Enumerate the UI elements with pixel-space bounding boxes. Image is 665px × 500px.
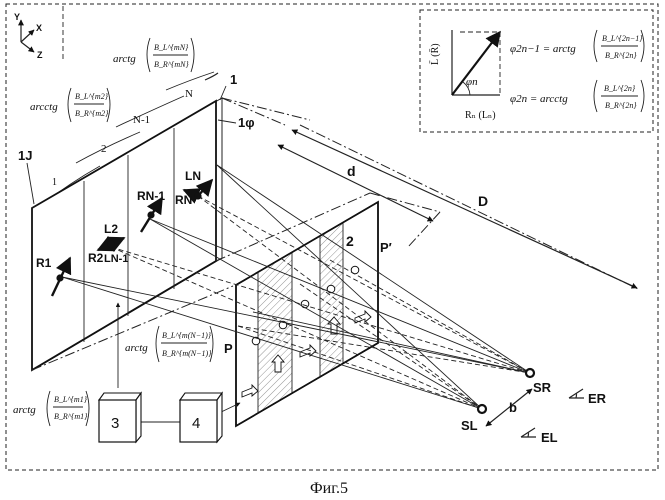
svg-text:B_L^{m(N−1)}: B_L^{m(N−1)}	[162, 331, 212, 340]
label-SR: SR	[533, 380, 552, 395]
label-R2: R2	[88, 251, 104, 265]
col-1-label: 1	[52, 177, 57, 188]
label-d: d	[347, 163, 356, 179]
source-SR	[526, 369, 534, 377]
formula-top: arctg B_L^{mN} B_R^{mN}	[113, 38, 194, 72]
axis-z-label: Z	[37, 50, 43, 60]
inset-vertical-label: L̄ (R̄)	[429, 43, 441, 65]
inset-eq1-den: B_R^{2n}	[605, 51, 637, 60]
label-EL: EL	[541, 430, 558, 445]
label-LN: LN	[185, 169, 201, 183]
svg-text:B_L^{mN}: B_L^{mN}	[154, 43, 189, 52]
formula-bottom: arctg B_L^{m1} B_R^{m1}	[13, 391, 89, 426]
label-P-prime: P′	[380, 240, 392, 255]
inset-eq2-den: B_R^{2n}	[605, 101, 637, 110]
axis-y-label: Y	[14, 12, 20, 22]
label-R1: R1	[36, 256, 52, 270]
svg-text:B_L^{m2}: B_L^{m2}	[75, 92, 109, 101]
svg-text:B_R^{mN}: B_R^{mN}	[154, 60, 189, 69]
inset-frame	[420, 10, 653, 132]
svg-text:B_R^{m2}: B_R^{m2}	[75, 109, 109, 118]
source-SL	[478, 405, 486, 413]
label-ER: ER	[588, 391, 607, 406]
label-L2: L2	[104, 222, 118, 236]
box-4-label: 4	[192, 415, 200, 432]
inset-eq1-lhs: φ2n−1 = arctg	[510, 43, 576, 55]
col-2-label: 2	[101, 143, 107, 155]
control-boxes: 3 4	[99, 303, 240, 442]
label-SL: SL	[461, 418, 478, 433]
svg-text:arctg: arctg	[13, 404, 36, 416]
label-1-phi: 1φ	[238, 115, 255, 130]
inset-eq2-num: B_L^{2n}	[604, 84, 636, 93]
viewpoints: SR SL b ER EL	[461, 369, 607, 445]
formula-middle: arctg B_L^{m(N−1)} B_R^{m(N−1)}	[125, 326, 213, 362]
label-RN: RN	[175, 193, 192, 207]
svg-text:B_R^{m1}: B_R^{m1}	[54, 412, 88, 421]
label-RN-1: RN-1	[137, 189, 165, 203]
label-2: 2	[346, 233, 354, 249]
box-3-label: 3	[111, 415, 119, 432]
inset-angle-label: φn	[466, 76, 478, 88]
col-n-label: N	[185, 88, 193, 100]
svg-text:B_L^{m1}: B_L^{m1}	[54, 395, 88, 404]
svg-text:arctg: arctg	[125, 342, 148, 354]
inset-eq2-lhs: φ2n = arcctg	[510, 93, 568, 105]
screen-2: 2 P′ P	[224, 202, 392, 426]
label-LN-1: LN-1	[104, 253, 128, 265]
svg-text:arctg: arctg	[113, 53, 136, 65]
label-1-j: 1J	[18, 148, 32, 163]
formula-left: arcctg B_L^{m2} B_R^{m2}	[30, 88, 110, 122]
inset-panel: L̄ (R̄) φn Rₙ (Lₙ) φ2n−1 = arctg B_L^{2n…	[420, 10, 653, 132]
axis-x-label: X	[36, 23, 42, 33]
angle-ER-icon	[569, 389, 584, 398]
svg-text:arcctg: arcctg	[30, 101, 58, 113]
inset-eq1-num: B_L^{2n−1}	[602, 34, 643, 43]
axes-icon: Y X Z	[14, 12, 43, 60]
inset-horizontal-label: Rₙ (Lₙ)	[465, 110, 496, 121]
label-b: b	[509, 400, 517, 415]
dimension-d	[278, 145, 433, 221]
label-1-top: 1	[230, 72, 237, 87]
svg-text:B_R^{m(N−1)}: B_R^{m(N−1)}	[162, 349, 212, 358]
label-D: D	[478, 193, 488, 209]
label-P: P	[224, 341, 233, 356]
col-n-1-label: N-1	[133, 114, 150, 126]
figure-caption: Фиг.5	[310, 480, 348, 497]
angle-EL-icon	[521, 428, 536, 437]
